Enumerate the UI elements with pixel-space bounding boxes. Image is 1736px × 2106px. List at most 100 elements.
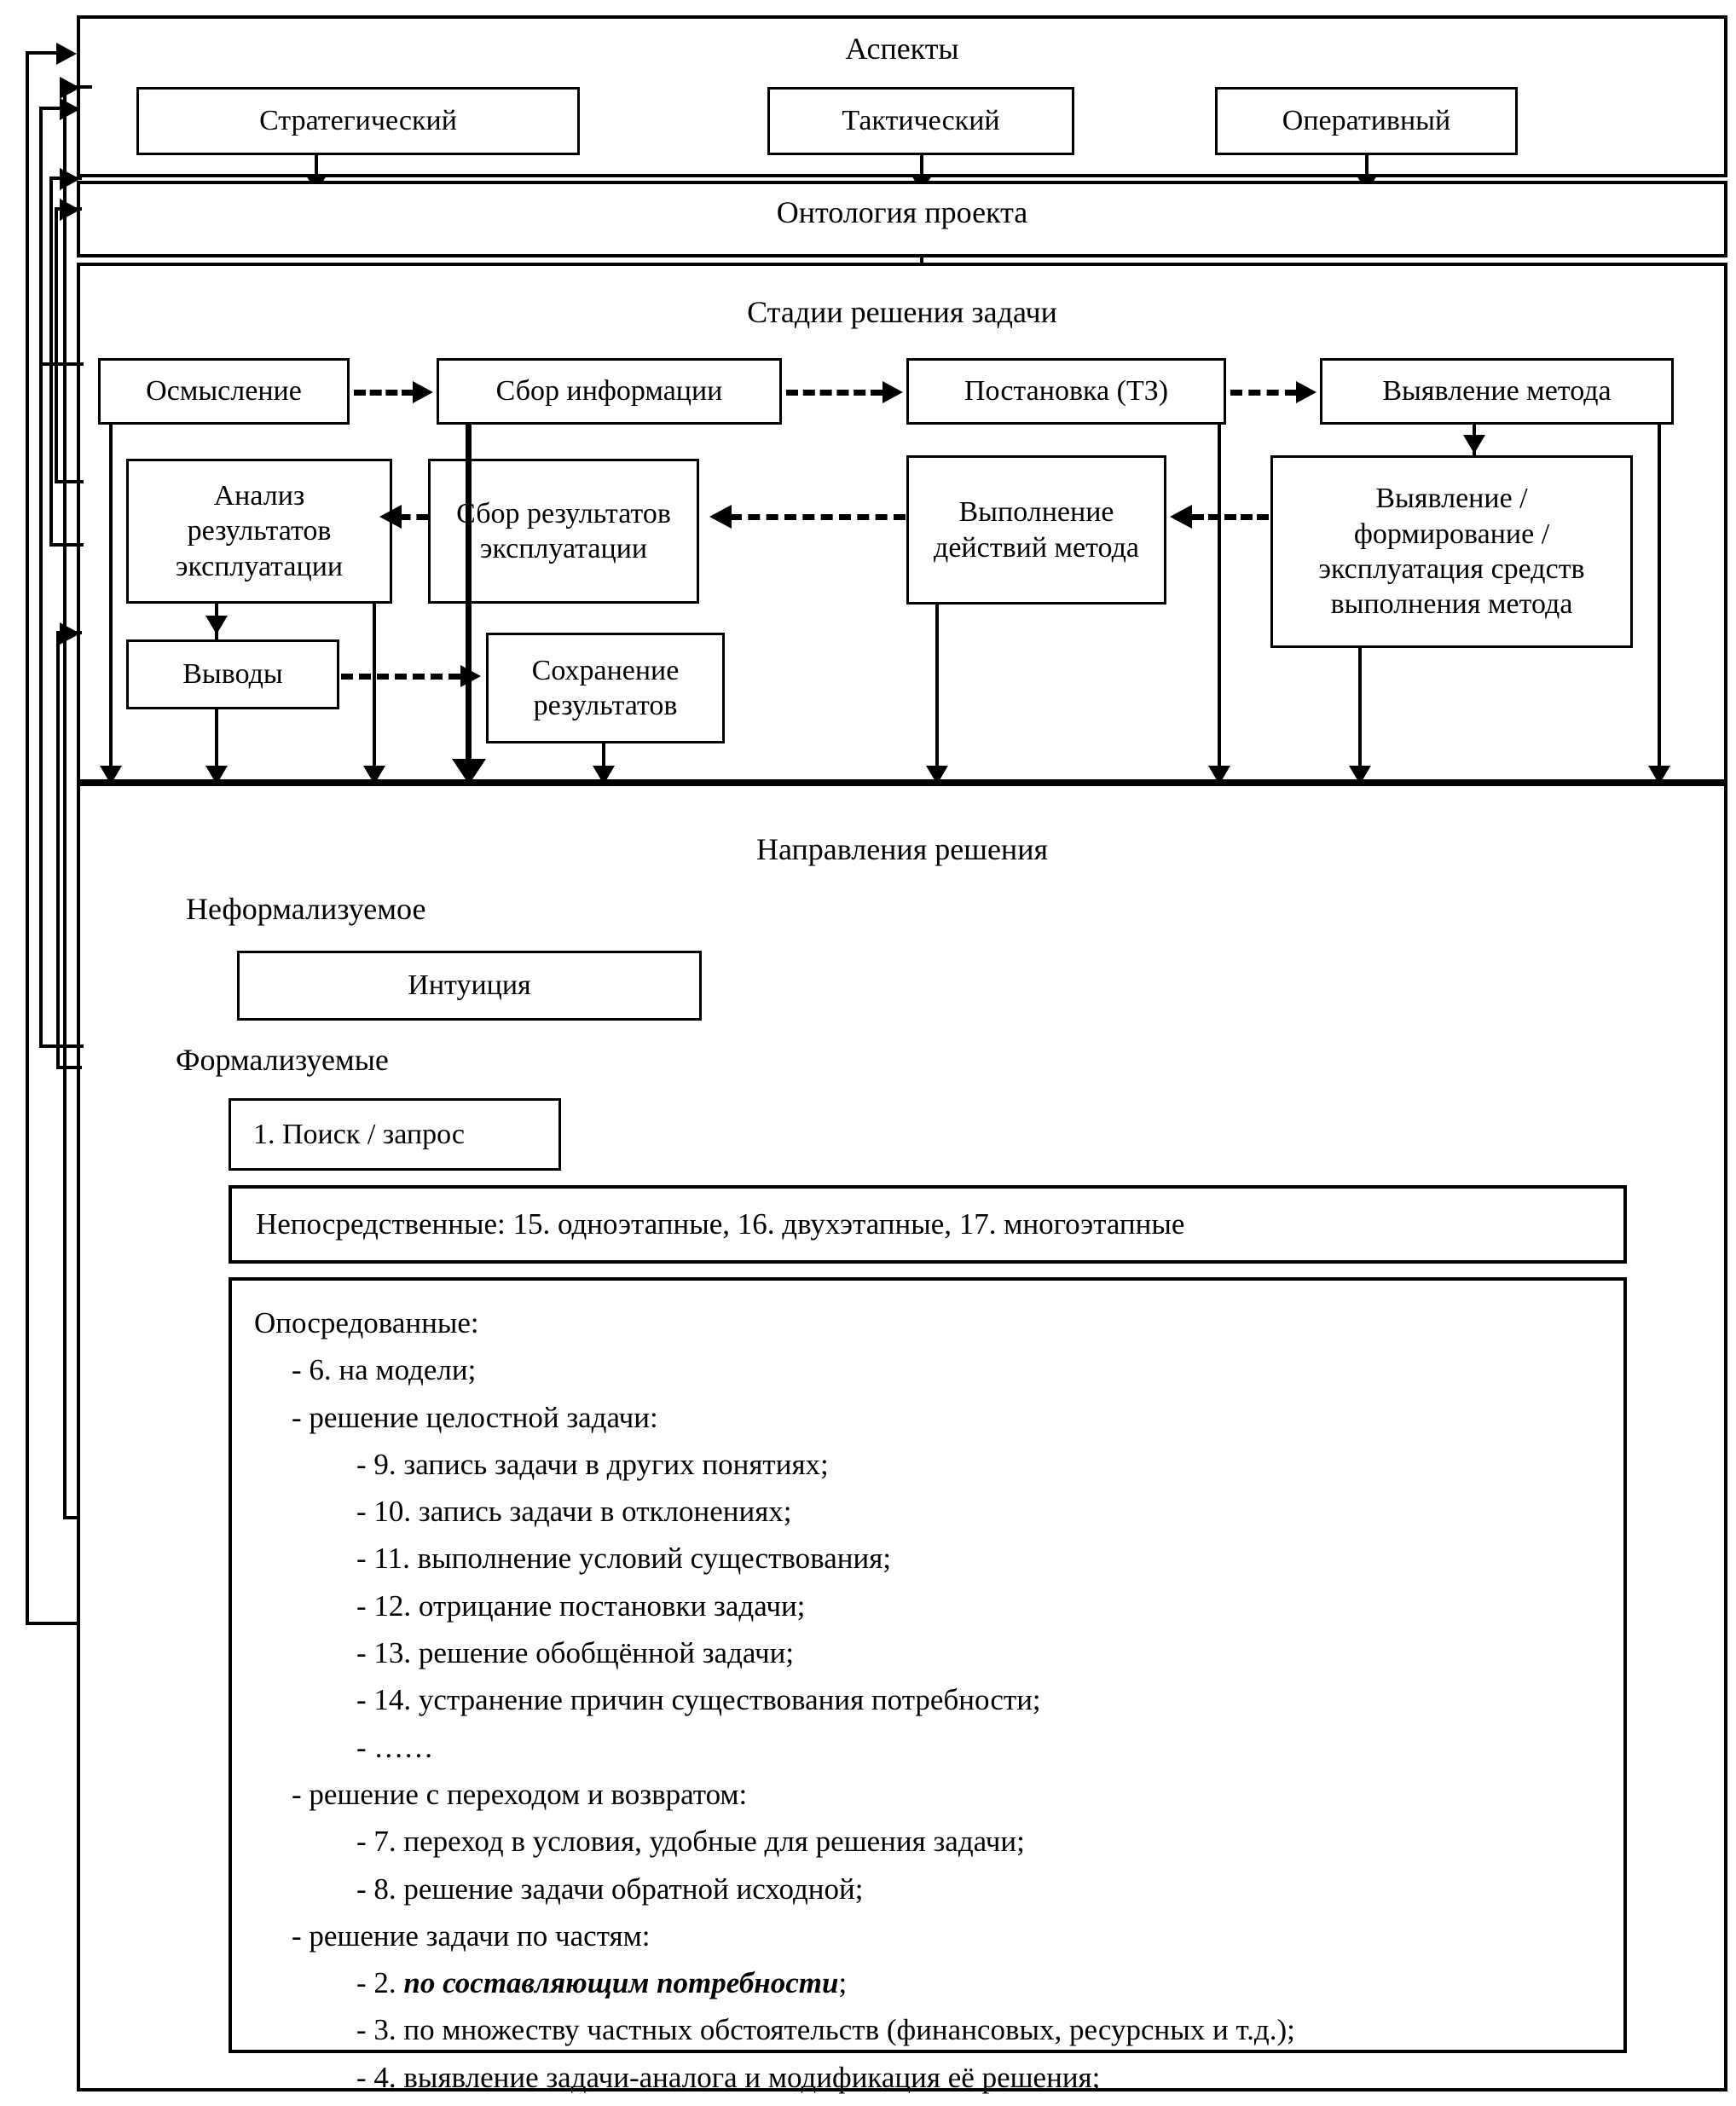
aspect-box-tactical[interactable]: Тактический <box>767 87 1074 155</box>
aspect-label-operational: Оперативный <box>1282 105 1451 137</box>
indirect-list-item: - …… <box>356 1730 434 1764</box>
aspects-title: Аспекты <box>845 32 959 66</box>
ontology-title: Онтология проекта <box>776 195 1028 229</box>
connector-sredstva-down <box>1358 648 1362 784</box>
flow-osmyslenie-to-sbor <box>354 390 414 396</box>
arrowhead-sredstva-to-vypolnenie <box>1170 505 1192 529</box>
indirect-list-item: - 11. выполнение условий существования; <box>356 1542 892 1576</box>
direction-box-search[interactable]: 1. Поиск / запрос <box>229 1098 561 1171</box>
feedback-line-4-branch <box>49 543 84 547</box>
flow-sbor-rez-to-analiz <box>399 514 428 520</box>
ontology-panel <box>77 181 1727 257</box>
indirect-item-emphasis: по составляющим потребности <box>403 1966 839 2000</box>
feedback-line-4-vertical <box>49 176 53 543</box>
feedback-line-5-branch <box>55 480 84 483</box>
direction-box-indirect[interactable]: Опосредованные: - 6. на модели;- решение… <box>229 1277 1627 2094</box>
directions-title: Направления решения <box>755 832 1049 866</box>
feedback-arrowhead-6 <box>60 622 80 645</box>
arrowhead-analiz-to-vyvody <box>205 616 228 634</box>
arrowhead-vypolnenie-to-sbor-rez <box>709 505 732 529</box>
indirect-list-item: - 10. запись задачи в отклонениях; <box>356 1495 792 1529</box>
stage-label-sbor-rezultatov: Сбор результатов эксплуатации <box>456 497 671 564</box>
stage-label-vypolnenie-deystviy: Выполнение действий метода <box>934 496 1139 564</box>
connector-sbor-info-down <box>466 425 472 781</box>
indirect-list-item: - 7. переход в условия, удобные для реше… <box>356 1825 1025 1859</box>
stage-label-vyvody: Выводы <box>182 658 283 691</box>
indirect-list-item: - 9. запись задачи в других понятиях; <box>356 1447 829 1481</box>
stage-box-sohranenie-rezultatov[interactable]: Сохранение результатов <box>486 633 725 743</box>
arrowhead-analiz-down <box>363 766 385 784</box>
feedback-line-2-bottom <box>63 1516 80 1519</box>
indirect-heading: Опосредованные: <box>254 1306 479 1339</box>
indirect-list-item: - решение задачи по частям: <box>292 1918 651 1953</box>
arrowhead-sbor-info-down <box>452 759 486 784</box>
arrowhead-vyvody-down <box>205 766 228 784</box>
indirect-list-item: - 3. по множеству частных обстоятельств … <box>356 2013 1295 2047</box>
stages-title: Стадии решения задачи <box>747 295 1057 329</box>
flow-vypolnenie-to-sbor-rez <box>730 514 906 520</box>
flow-postanovka-to-vyyavlenie <box>1230 390 1297 396</box>
arrowhead-sohranenie-down <box>593 766 615 784</box>
connector-sohranenie-down <box>602 743 605 784</box>
feedback-arrowhead-2 <box>60 77 80 99</box>
arrowhead-vyyavlenie-metoda-down <box>1648 766 1670 784</box>
flow-vyvody-to-sohranenie <box>341 674 460 680</box>
direction-label-intuition: Интуиция <box>408 969 531 1002</box>
indirect-item-tail: ; <box>838 1966 848 2000</box>
stage-box-vyvody[interactable]: Выводы <box>126 639 339 709</box>
aspect-label-tactical: Тактический <box>842 105 1000 137</box>
arrowhead-sbor-to-postanovka <box>882 381 903 403</box>
stage-box-sbor-rezultatov[interactable]: Сбор результатов эксплуатации <box>428 459 699 604</box>
arrowhead-sbor-rez-to-analiz <box>379 505 402 529</box>
stage-box-analiz-rezultatov[interactable]: Анализ результатов эксплуатации <box>126 459 392 604</box>
arrowhead-osmyslenie-to-sbor <box>413 381 433 403</box>
formal-group-label: Формализуемые <box>176 1043 389 1077</box>
feedback-line-6-bottom <box>56 1066 82 1069</box>
stage-label-sredstva-metoda: Выявление / формирование / эксплуатация … <box>1318 483 1585 621</box>
aspect-label-strategic: Стратегический <box>259 105 457 137</box>
stage-label-sbor-informacii: Сбор информации <box>495 375 723 408</box>
arrowhead-postanovka-to-vyyavlenie <box>1296 381 1316 403</box>
flow-sredstva-to-vypolnenie <box>1192 514 1269 520</box>
connector-vyyavlenie-metoda-down <box>1658 425 1661 784</box>
stage-box-sbor-informacii[interactable]: Сбор информации <box>437 358 782 425</box>
stage-label-postanovka: Постановка (ТЗ) <box>963 375 1169 408</box>
indirect-list-item: - решение целостной задачи: <box>292 1400 658 1434</box>
indirect-item-prefix: - 2. <box>356 1966 404 2000</box>
direction-label-search: 1. Поиск / запрос <box>253 1118 466 1150</box>
stage-box-vyyavlenie-metoda[interactable]: Выявление метода <box>1320 358 1674 425</box>
direction-box-direct[interactable]: Непосредственные: 15. одноэтапные, 16. д… <box>229 1185 1627 1264</box>
feedback-line-6-vertical <box>56 631 60 1066</box>
stage-box-vypolnenie-deystviy[interactable]: Выполнение действий метода <box>906 455 1166 605</box>
stage-box-sredstva-metoda[interactable]: Выявление / формирование / эксплуатация … <box>1270 455 1633 648</box>
informal-group-label: Неформализуемое <box>186 892 426 926</box>
stage-box-postanovka[interactable]: Постановка (ТЗ) <box>906 358 1226 425</box>
indirect-list-item: - решение с переходом и возвратом: <box>292 1777 748 1811</box>
feedback-line-3-branch <box>39 362 84 366</box>
feedback-line-outer-bottom <box>26 1622 78 1625</box>
arrowhead-sredstva-down <box>1349 766 1371 784</box>
connector-analiz-down <box>373 604 376 784</box>
feedback-arrowhead-4 <box>60 168 80 190</box>
indirect-list-item: - 2. по составляющим потребности; <box>356 1959 1623 2006</box>
arrowhead-osmyslenie-to-directions <box>100 766 122 784</box>
feedback-line-outer-top <box>26 51 68 55</box>
arrowhead-vypolnenie-down <box>1208 766 1230 784</box>
feedback-line-outer-vertical <box>26 51 29 1625</box>
aspect-box-strategic[interactable]: Стратегический <box>136 87 580 155</box>
aspect-box-operational[interactable]: Оперативный <box>1215 87 1518 155</box>
flow-sbor-to-postanovka <box>786 390 882 396</box>
feedback-line-5-vertical <box>55 207 58 480</box>
feedback-line-3-vertical <box>39 107 43 1044</box>
indirect-list-item: - 4. выявление задачи-аналога и модифика… <box>356 2060 1101 2094</box>
feedback-line-2-vertical <box>63 85 67 1519</box>
direction-box-intuition[interactable]: Интуиция <box>237 951 702 1021</box>
indirect-list-item: - 13. решение обобщённой задачи; <box>356 1636 795 1670</box>
connector-osmyslenie-to-directions <box>109 423 113 784</box>
feedback-arrowhead-5 <box>60 199 80 221</box>
arrowhead-postanovka-down <box>926 766 948 784</box>
direction-label-direct: Непосредственные: 15. одноэтапные, 16. д… <box>256 1207 1185 1241</box>
indirect-list-item: - 14. устранение причин существования по… <box>356 1683 1041 1717</box>
stage-box-osmyslenie[interactable]: Осмысление <box>98 358 350 425</box>
